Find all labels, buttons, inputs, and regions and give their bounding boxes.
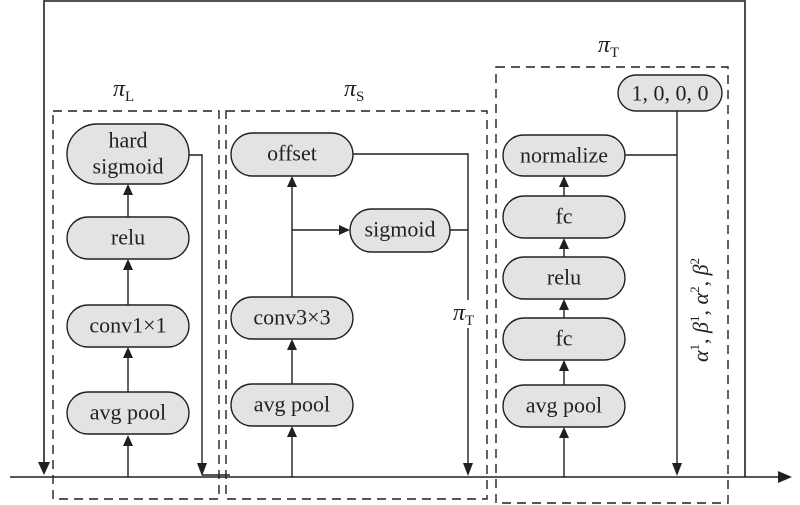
arrowhead <box>559 427 569 438</box>
arrowhead <box>559 360 569 371</box>
arrowhead <box>287 426 297 437</box>
task-init-values-node <box>617 74 723 112</box>
level-hardsigmoid-node <box>66 123 190 185</box>
arrowhead <box>559 176 569 187</box>
spatial-avgpool-label: avg pool <box>254 392 330 417</box>
arrowhead <box>672 463 682 476</box>
level-relu-label: relu <box>111 225 145 250</box>
arrowhead <box>463 463 473 476</box>
task-fc2-label: fc <box>555 204 572 229</box>
arrowhead <box>559 238 569 249</box>
task-fc1-label: fc <box>555 326 572 351</box>
arrowhead <box>339 225 350 235</box>
spatial-offset-label: offset <box>267 141 317 166</box>
spatial-output-label: πT <box>453 300 474 329</box>
level-attention-branch: πL avg pool conv1×1 relu hard sigmoid <box>52 76 230 500</box>
arrowhead <box>123 184 133 195</box>
level-hardsigmoid-label-line2: sigmoid <box>93 154 164 179</box>
level-conv1x1-label: conv1×1 <box>89 313 166 338</box>
task-relu-label: relu <box>547 265 581 290</box>
spatial-sigmoid-label: sigmoid <box>365 217 436 242</box>
level-hardsigmoid-label-line1: hard <box>108 128 147 153</box>
spatial-conv3x3-label: conv3×3 <box>253 305 330 330</box>
task-branch-box <box>495 66 729 504</box>
task-output-params-label: α1, β1, α2, β2 <box>687 258 713 362</box>
spatial-branch-label: πS <box>344 76 364 105</box>
arrowhead <box>287 176 297 187</box>
outer-feedback-arrowhead <box>38 462 50 475</box>
arrowhead <box>123 435 133 446</box>
arrowhead <box>559 299 569 310</box>
arrowhead <box>123 259 133 270</box>
level-branch-label: πL <box>113 76 134 105</box>
spatial-branch-box <box>225 110 488 500</box>
level-output-edge <box>189 154 203 465</box>
task-avgpool-label: avg pool <box>526 393 602 418</box>
task-attention-branch: πT avg pool fc relu fc normalize 1, 0, 0… <box>495 32 729 504</box>
task-normalize-label: normalize <box>520 143 608 168</box>
feature-baseline-arrowhead <box>778 471 792 483</box>
level-avgpool-label: avg pool <box>90 400 166 425</box>
outer-feedback-line <box>43 0 746 477</box>
arrowhead <box>287 339 297 350</box>
spatial-offset-output-edge <box>353 153 469 300</box>
arrowhead <box>197 463 207 476</box>
arrowhead <box>123 347 133 358</box>
level-branch-box <box>52 110 220 500</box>
task-init-values-label: 1, 0, 0, 0 <box>632 81 709 106</box>
svg-text:α1, β1, α2, β2: α1, β1, α2, β2 <box>687 258 713 362</box>
spatial-attention-branch: πS avg pool conv3×3 offset sigmoid πT <box>225 76 488 500</box>
task-branch-label: πT <box>598 32 619 61</box>
